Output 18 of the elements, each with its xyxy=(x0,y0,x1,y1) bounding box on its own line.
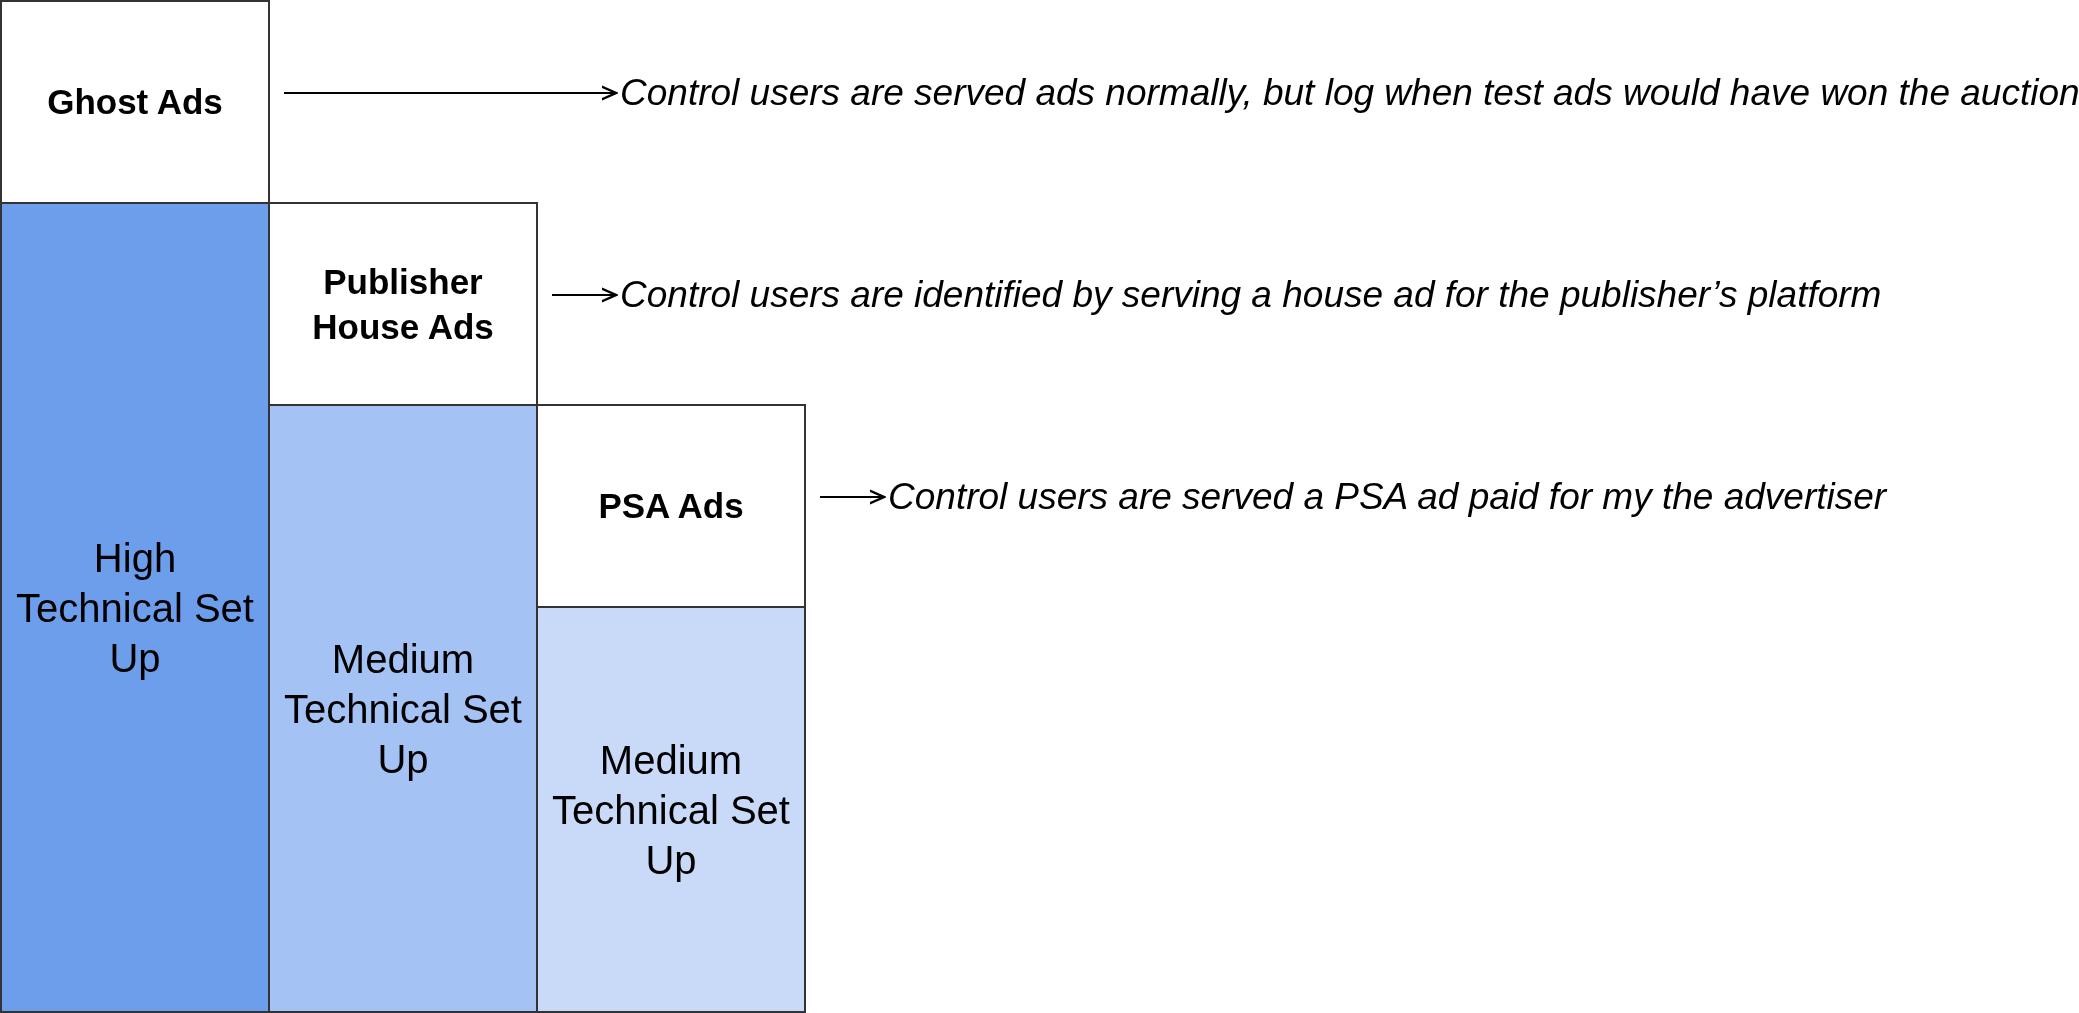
description-text: Control users are served a PSA ad paid for my the advertiser xyxy=(888,476,1887,518)
arrow xyxy=(283,85,618,101)
description-text: Control users are served ads normally, but log when test ads would have won the auction xyxy=(620,72,2079,114)
setup-bar xyxy=(0,202,270,1013)
arrow xyxy=(551,287,618,303)
arrow xyxy=(819,489,886,505)
setup-bar xyxy=(268,404,538,1013)
setup-label: Medium Technical Set Up xyxy=(283,635,523,783)
method-box xyxy=(536,404,806,608)
method-box xyxy=(268,202,538,406)
setup-label: High Technical Set Up xyxy=(15,534,255,682)
setup-bar xyxy=(536,606,806,1013)
method-name: Ghost Ads xyxy=(47,81,223,124)
description-text: Control users are identified by serving a house ad for the publisher’s platform xyxy=(620,274,1882,316)
setup-label: Medium Technical Set Up xyxy=(551,736,791,884)
method-name: Publisher House Ads xyxy=(311,260,495,348)
method-box xyxy=(0,0,270,204)
method-name: PSA Ads xyxy=(598,485,744,528)
